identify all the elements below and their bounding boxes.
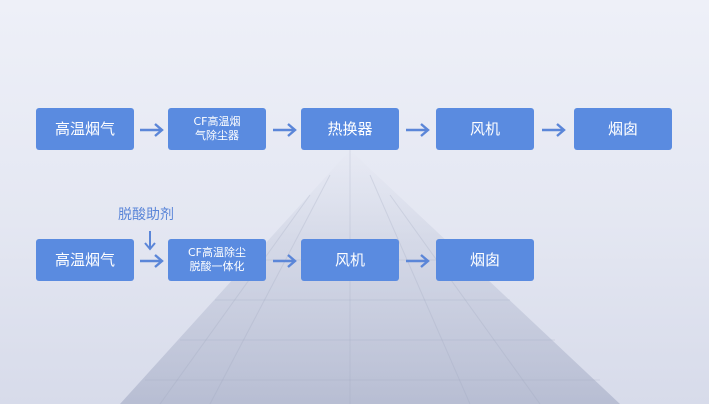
row2-arrow-2 (273, 254, 297, 268)
row1-arrow-4 (542, 123, 566, 137)
row1-fan-box: 风机 (436, 108, 534, 150)
row1-step4-label: 风机 (469, 120, 500, 138)
row2-additive-down-arrow (144, 231, 156, 251)
row2-step1-label: 高温烟气 (54, 251, 115, 269)
row1-step3-label: 热换器 (327, 120, 373, 138)
row2-chimney-box: 烟囱 (436, 239, 534, 281)
row1-cf-dust-collector-box: CF高温烟 气除尘器 (168, 108, 266, 150)
row1-high-temp-flue-gas-box: 高温烟气 (36, 108, 134, 150)
row1-arrow-3 (406, 123, 430, 137)
row2-additive-label: 脱酸助剂 (118, 207, 174, 223)
row2-step2-line2: 脱酸一体化 (189, 260, 245, 273)
row1-arrow-1 (140, 123, 164, 137)
row2-cf-dust-deacid-box: CF高温除尘 脱酸一体化 (168, 239, 266, 281)
row2-step4-label: 烟囱 (469, 251, 500, 269)
row2-high-temp-flue-gas-box: 高温烟气 (36, 239, 134, 281)
row1-heat-exchanger-box: 热换器 (301, 108, 399, 150)
row2-step3-label: 风机 (334, 251, 365, 269)
row2-fan-box: 风机 (301, 239, 399, 281)
row1-step2-line2: 气除尘器 (195, 129, 239, 142)
row1-step2-line1: CF高温烟 (193, 115, 241, 128)
row1-step1-label: 高温烟气 (54, 120, 115, 138)
row1-step5-label: 烟囱 (607, 120, 638, 138)
row2-arrow-1 (140, 254, 164, 268)
row1-arrow-2 (273, 123, 297, 137)
row2-step2-line1: CF高温除尘 (187, 246, 246, 259)
row2-arrow-3 (406, 254, 430, 268)
row1-chimney-box: 烟囱 (574, 108, 672, 150)
